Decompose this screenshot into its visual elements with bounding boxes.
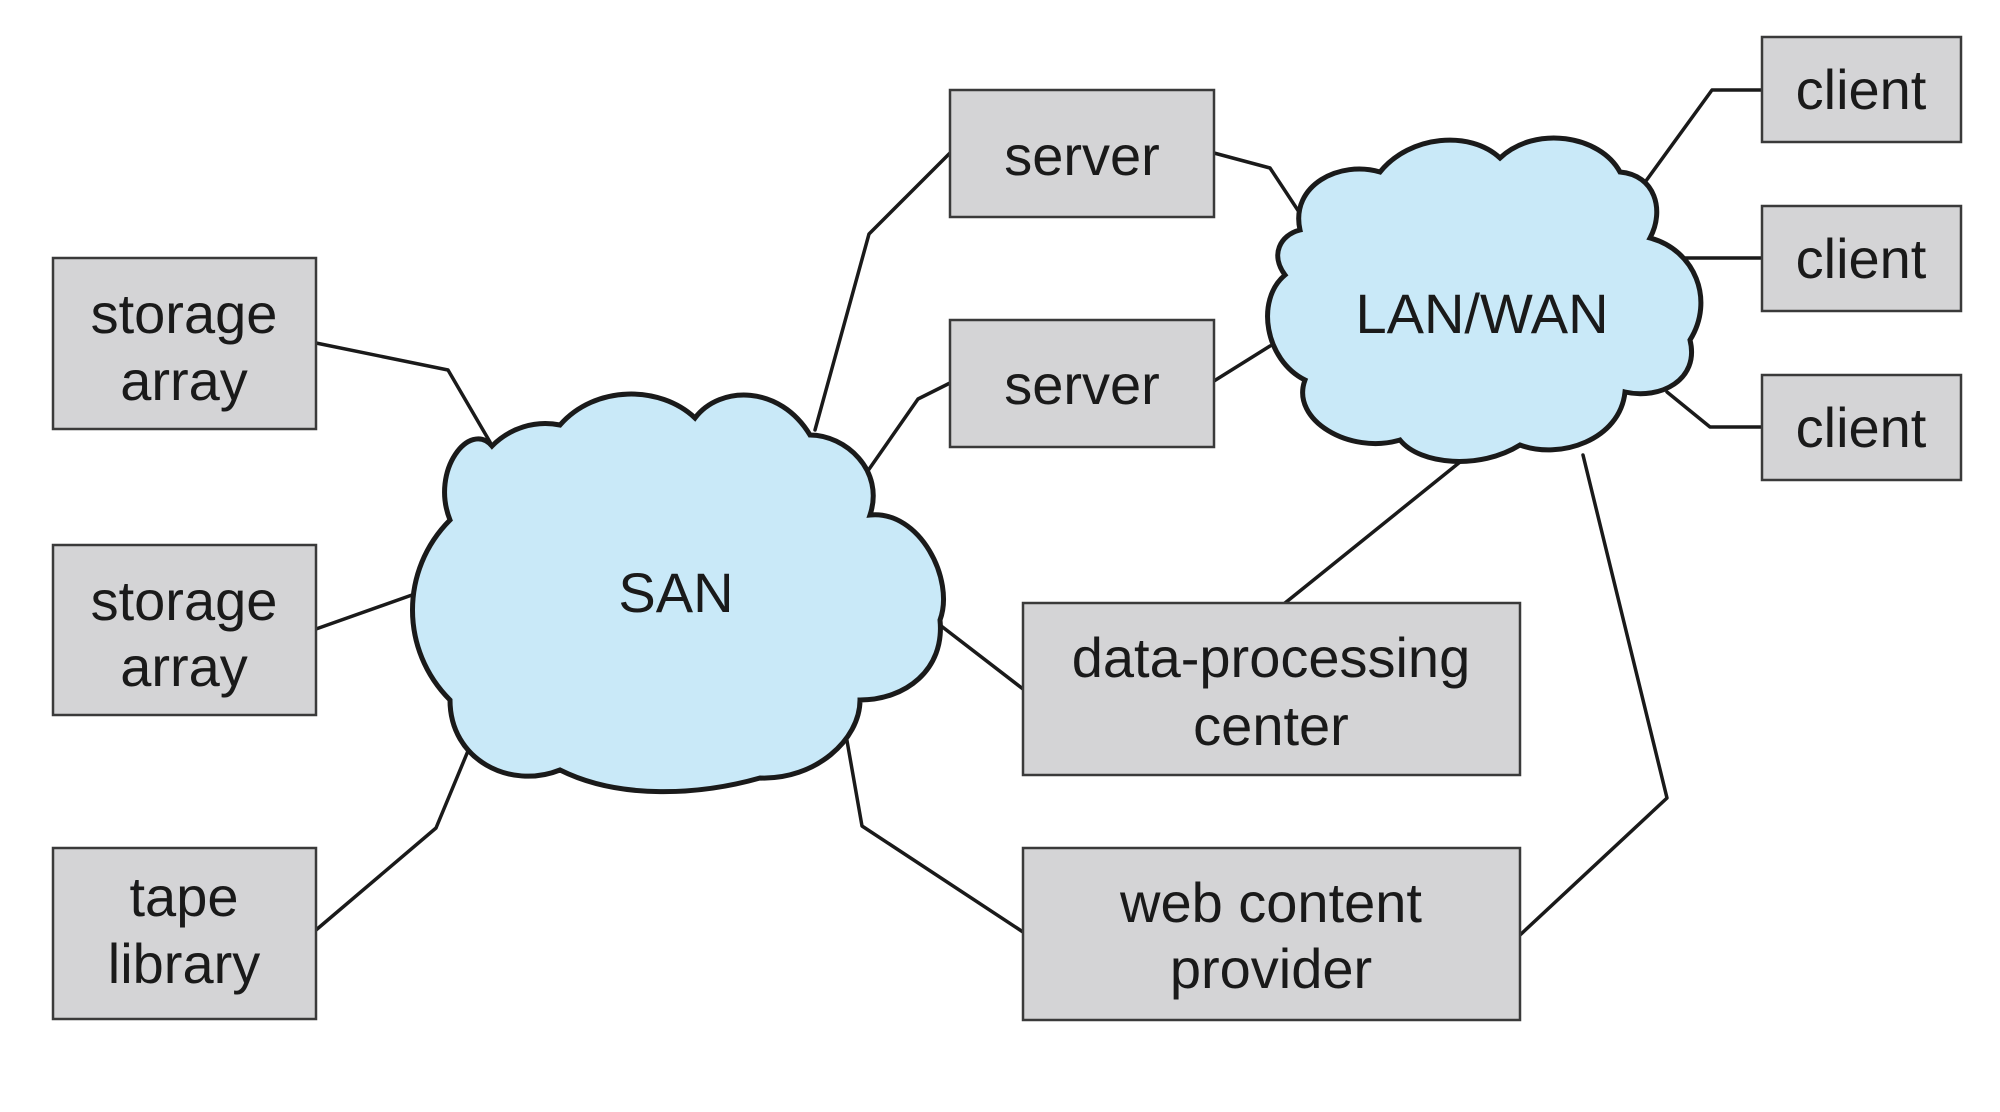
- san-cloud: SAN: [410, 391, 946, 795]
- web-content-provider-label-line-2: provider: [1170, 937, 1372, 1000]
- client-2-label: client: [1796, 227, 1927, 290]
- connector-server-2-lanwan: [1212, 344, 1272, 383]
- tape-library-node[interactable]: tape library: [51, 846, 318, 1021]
- tape-library-label-line-1: tape: [130, 865, 239, 928]
- client-2-node[interactable]: client: [1760, 204, 1963, 313]
- client-3-node[interactable]: client: [1760, 373, 1963, 482]
- connector-tape-library-san: [314, 720, 482, 932]
- server-2-node[interactable]: server: [948, 318, 1216, 449]
- client-1-label: client: [1796, 58, 1927, 121]
- connector-san-server-1: [813, 151, 952, 432]
- data-processing-center-node[interactable]: data-processing center: [1021, 601, 1522, 777]
- lanwan-cloud-shape: [1265, 135, 1704, 464]
- connector-san-data-processing: [934, 620, 1025, 691]
- connectors: [314, 88, 1764, 937]
- client-1-node[interactable]: client: [1760, 35, 1963, 144]
- data-processing-center-label-line-1: data-processing: [1072, 626, 1470, 689]
- server-1-label: server: [1004, 124, 1160, 187]
- web-content-provider-node[interactable]: web content provider: [1021, 846, 1522, 1022]
- lanwan-cloud: LAN/WAN: [1265, 135, 1704, 464]
- storage-array-2-node[interactable]: storage array: [51, 543, 318, 717]
- server-2-label: server: [1004, 353, 1160, 416]
- storage-array-1-label-line-2: array: [120, 349, 248, 412]
- san-label: SAN: [618, 561, 733, 624]
- connector-lanwan-client-3: [1665, 390, 1764, 429]
- storage-array-2-label-line-1: storage: [91, 569, 278, 632]
- connector-san-web-content: [844, 733, 1025, 934]
- storage-array-1-node[interactable]: storage array: [51, 256, 318, 431]
- storage-array-2-label-line-2: array: [120, 635, 248, 698]
- server-1-node[interactable]: server: [948, 88, 1216, 219]
- web-content-provider-label-line-1: web content: [1119, 871, 1422, 934]
- connector-storage-array-2-san: [314, 593, 414, 631]
- connector-lanwan-web-content: [1518, 453, 1669, 937]
- connector-lanwan-client-1: [1633, 88, 1764, 198]
- san-cloud-shape: [410, 391, 946, 795]
- client-3-label: client: [1796, 396, 1927, 459]
- storage-array-1-label-line-1: storage: [91, 282, 278, 345]
- connector-san-server-2: [856, 381, 952, 487]
- connector-storage-array-1-san: [314, 341, 492, 444]
- lanwan-label: LAN/WAN: [1355, 282, 1608, 345]
- connector-lanwan-data-processing: [1283, 456, 1467, 605]
- connector-server-1-lanwan: [1212, 151, 1305, 220]
- data-processing-center-label-line-2: center: [1193, 694, 1349, 757]
- tape-library-label-line-2: library: [108, 932, 260, 995]
